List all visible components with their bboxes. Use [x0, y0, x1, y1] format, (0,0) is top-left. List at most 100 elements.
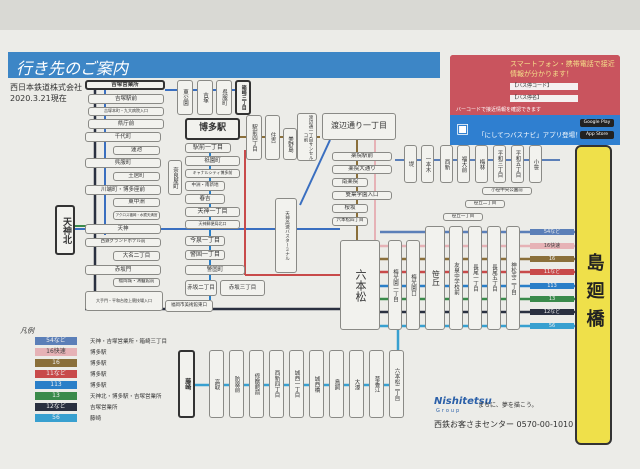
stop: 笹丘: [425, 226, 445, 330]
stop: 春吉: [185, 194, 225, 204]
stop: 雙葉学園入口: [332, 191, 392, 200]
info-note: バーコードで接近情報を確認できます: [456, 107, 542, 113]
bus-icon: ▣: [456, 121, 470, 137]
legend-chip: 54など: [35, 337, 77, 345]
route-chip: 16: [530, 256, 574, 262]
stop: 美野島: [283, 128, 297, 160]
route-chip: 54など: [530, 229, 574, 235]
stop: 吉塚駅前: [88, 94, 164, 104]
legend-desc: 吉塚営業所: [90, 405, 118, 411]
stop: 東公園: [177, 80, 193, 115]
stop: 天神: [85, 224, 161, 234]
stop: 蓮池: [113, 146, 160, 155]
stop: 土居町: [113, 172, 160, 181]
stop-ropponmatsu: 六本松: [340, 240, 380, 330]
stop: 県庁前: [88, 119, 164, 129]
company-info: 西日本鉄道株式会社 2020.3.21現在: [10, 82, 82, 104]
nishitetsu-logo: Nishitetsu: [434, 396, 492, 407]
route-chip: 16快速: [530, 243, 574, 249]
legend-desc: 博多駅: [90, 383, 107, 389]
route-chip: 13: [530, 296, 574, 302]
stop: 箱崎三丁目: [235, 80, 251, 115]
legend-desc: 天神北・博多駅・吉塚営業所: [90, 394, 162, 400]
stop: 長尾一丁目: [468, 226, 482, 330]
stop: 吉塚本町・九大病院入口: [88, 107, 164, 116]
stop: 長尾五丁目: [487, 226, 501, 330]
app-title: 「にしてつバスナビ」アプリ登場！: [478, 131, 582, 139]
stop: 吉塚: [197, 80, 213, 115]
route-chip: 11など: [530, 269, 574, 275]
route-chip: 113: [530, 283, 574, 289]
stop: 奈良屋町: [168, 160, 182, 195]
stop: 城西一丁目: [289, 350, 304, 418]
stop: 薬院大通り: [332, 165, 392, 174]
legend-chip: 13: [35, 392, 77, 400]
customer-center-phone: 西鉄お客さまセンター 0570-00-1010: [434, 420, 574, 429]
legend-desc: 藤崎: [90, 416, 102, 422]
header-bar: 行き先のご案内: [8, 52, 440, 78]
legend-chip: 16: [35, 359, 77, 367]
app-banner[interactable]: ▣ 「にしてつバスナビ」アプリ登場！ Google Play App Store: [450, 115, 620, 145]
date-label: 2020.3.21現在: [10, 94, 67, 103]
stop: 祇園町: [185, 156, 240, 166]
legend-desc: 博多駅: [90, 350, 107, 356]
nishitetsu-group: Group: [436, 408, 462, 414]
stop: 平和五丁目: [511, 145, 524, 183]
legend-title: 凡例: [20, 327, 34, 335]
stop: 住吉: [265, 115, 280, 160]
stop: 高取: [209, 350, 224, 418]
legend-desc: 天神・吉塚営業所・箱崎三丁目: [90, 339, 168, 345]
stop-watanabe-dori: 渡辺通り一丁目: [322, 113, 396, 140]
stop: 薬院駅前: [332, 152, 392, 161]
stop: 天神一丁目: [185, 207, 240, 217]
stop: 福岡市美術館東口: [165, 300, 213, 312]
stop: 六本松二丁目: [389, 350, 404, 418]
stop: 堤: [404, 145, 417, 183]
legend-desc: 博多駅: [90, 372, 107, 378]
stop: 渡辺通一丁目サンセルコ前: [297, 113, 317, 161]
stop: キャナルシティ博多前: [185, 169, 240, 178]
legend-chip: 113: [35, 381, 77, 389]
stop: 梅光園一丁目: [388, 240, 402, 330]
stop: 天神高速バスターミナル: [275, 198, 297, 273]
route-chip: 12など: [530, 309, 574, 315]
stop: 警固一丁目: [185, 250, 225, 260]
stop: 笹丘一丁目: [443, 213, 483, 221]
stop: 神松寺二丁目: [506, 226, 520, 330]
stop: アクロス福岡・水鏡天満宮: [113, 211, 160, 220]
company-name: 西日本鉄道株式会社: [10, 83, 82, 92]
legend-chip: 16快速: [35, 348, 77, 356]
stop: 赤坂二丁目: [185, 280, 217, 296]
legend-chip: 12など: [35, 403, 77, 411]
terminus-label: 島廻橋: [583, 253, 605, 337]
bus-code-field: 【バス停コード】: [510, 83, 578, 90]
stop: 大手門・平和台陸上競技場入口: [85, 291, 163, 311]
stop: 西鉄グランドホテル前: [85, 238, 161, 247]
stop: 警固町: [185, 265, 245, 275]
stop: 平和三丁目: [493, 145, 506, 183]
stop: 六本松四丁目: [332, 217, 368, 226]
stop: 駅前一丁目: [185, 143, 231, 153]
stop: 吉塚営業所: [85, 80, 165, 90]
stop: 笹丘二丁目: [465, 200, 505, 208]
stop: 川端町・博多座前: [85, 185, 161, 195]
stop: 桜坂: [332, 204, 368, 213]
stop-hakata-station: 博多駅: [185, 118, 240, 140]
stop-name-field: 【バス停名】: [510, 95, 578, 102]
legend-desc: 博多駅: [90, 361, 107, 367]
route-line-diag: [299, 139, 331, 206]
stop: 藤崎: [178, 350, 195, 418]
stop: 草香江: [369, 350, 384, 418]
stop: 呉服町: [85, 158, 161, 168]
stop: 一本木: [421, 145, 434, 183]
stop: 梅林: [475, 145, 488, 183]
app-store-badge[interactable]: App Store: [580, 131, 614, 139]
slogan: まちに、夢を描こう。: [478, 402, 538, 409]
route-chip: 56: [530, 323, 574, 329]
legend-chip: 56: [35, 414, 77, 422]
stop: 梅光園口: [406, 240, 420, 330]
stop: 福大前: [457, 145, 470, 183]
stop: 大名二丁目: [113, 251, 160, 261]
stop: 赤坂門: [85, 265, 161, 275]
google-play-badge[interactable]: Google Play: [580, 119, 614, 127]
